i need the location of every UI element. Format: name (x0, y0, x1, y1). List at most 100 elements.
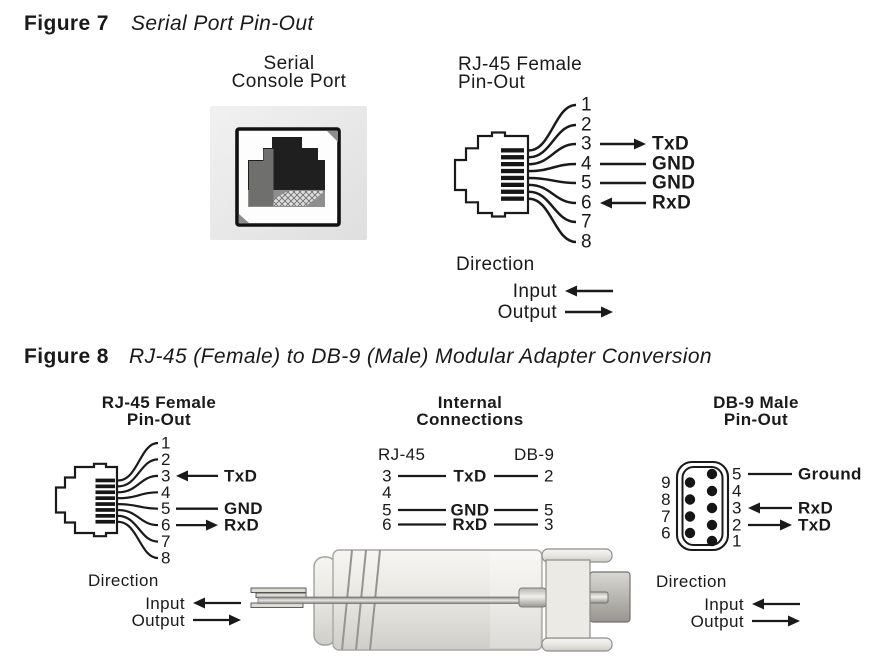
output-arrow-icon (229, 614, 241, 626)
output-arrow-icon (206, 519, 218, 531)
db9-signal-labels: Ground RxD TxD (748, 465, 862, 535)
svg-text:8: 8 (581, 232, 592, 253)
rj45-pin-numbers: 1 2 3 4 5 6 7 8 (161, 434, 171, 568)
svg-text:RxD: RxD (452, 515, 487, 534)
svg-text:3: 3 (161, 466, 171, 485)
svg-text:6: 6 (382, 515, 392, 534)
svg-text:TxD: TxD (224, 466, 257, 485)
figure8-caption-label: Figure 8 (24, 345, 109, 368)
svg-text:5: 5 (581, 173, 592, 194)
figure8-direction-legend-left: Direction Input Output (88, 571, 241, 630)
figure8-direction-legend-right: Direction Input Output (656, 572, 800, 631)
svg-text:GND: GND (224, 499, 263, 518)
db9-heading-line1: DB-9 Male (713, 393, 799, 412)
figure8-rj45-pinout: RJ-45 Female Pin-Out 1 2 (54, 393, 263, 568)
svg-text:7: 7 (161, 532, 171, 551)
legend-title: Direction (456, 254, 535, 275)
figure7: Figure 7 Serial Port Pin-Out Serial Cons… (24, 12, 695, 323)
console-port-label-line1: Serial (264, 53, 315, 74)
legend-input: Input (704, 595, 744, 614)
adapter-hood-block (545, 559, 591, 639)
svg-text:4: 4 (382, 483, 392, 502)
rj45-signal-labels: TxD GND GND RxD (600, 134, 695, 214)
internal-right-header: DB-9 (514, 445, 554, 464)
internal-row-rxd: 6 RxD 3 (382, 515, 554, 534)
svg-text:5: 5 (161, 499, 171, 518)
rj45-pin-numbers: 1 2 3 4 5 6 7 8 (581, 95, 592, 253)
svg-text:8: 8 (161, 549, 171, 568)
figure8-caption: Figure 8 RJ-45 (Female) to DB-9 (Male) M… (24, 345, 712, 368)
svg-text:1: 1 (161, 434, 171, 453)
legend-title: Direction (88, 571, 159, 590)
db9-connector-diagram (675, 460, 730, 552)
svg-text:6: 6 (661, 524, 671, 543)
internal-heading-line1: Internal (438, 393, 503, 412)
input-arrow-icon (752, 598, 764, 610)
db9-pin-dots (684, 468, 718, 547)
legend-title: Direction (656, 572, 727, 591)
legend-input: Input (513, 281, 558, 302)
rj45-contact-bars (501, 148, 524, 201)
svg-text:3: 3 (544, 515, 554, 534)
rj45-jack-contacts (262, 191, 325, 206)
svg-text:2: 2 (161, 450, 171, 469)
svg-text:2: 2 (732, 516, 742, 535)
figure8-caption-title: RJ-45 (Female) to DB-9 (Male) Modular Ad… (129, 345, 712, 368)
output-arrow-icon (634, 138, 646, 150)
svg-text:4: 4 (732, 482, 742, 501)
svg-text:3: 3 (581, 134, 592, 155)
output-arrow-icon (788, 615, 800, 627)
figure8-internal-connections: Internal Connections RJ-45 DB-9 3 TxD 2 … (378, 393, 554, 534)
figure7-rj45-pinout: RJ-45 Female Pin-Out 1 2 (453, 54, 695, 253)
internal-row-gnd: 5 GND 5 (382, 501, 554, 520)
rj45-heading-line2: Pin-Out (127, 410, 191, 429)
svg-text:1: 1 (581, 95, 592, 116)
output-arrow-icon (780, 519, 792, 531)
adapter-bottom-flange (541, 637, 613, 652)
svg-text:5: 5 (544, 501, 554, 520)
figure7-caption-title: Serial Port Pin-Out (131, 12, 314, 35)
serial-console-port: Serial Console Port (210, 53, 367, 240)
adapter-ferrule (518, 587, 547, 608)
svg-text:9: 9 (661, 473, 671, 492)
svg-text:6: 6 (581, 193, 592, 214)
input-arrow-icon (193, 597, 205, 609)
svg-text:8: 8 (661, 490, 671, 509)
internal-row-4: 4 (382, 483, 392, 502)
input-arrow-icon (565, 285, 577, 297)
svg-text:TxD: TxD (453, 467, 486, 486)
rj45-contact-bars (95, 478, 115, 524)
legend-output: Output (498, 302, 558, 323)
svg-text:Ground: Ground (798, 465, 862, 484)
adapter-illustration (250, 548, 631, 652)
legend-output: Output (691, 612, 744, 631)
svg-text:4: 4 (581, 154, 592, 175)
adapter-cable-rod (257, 596, 523, 604)
svg-text:2: 2 (581, 115, 592, 136)
svg-text:GND: GND (652, 173, 695, 194)
svg-text:3: 3 (382, 467, 392, 486)
figure8-db9-pinout: DB-9 Male Pin-Out 9 8 7 6 5 (661, 393, 862, 552)
internal-heading-line2: Connections (416, 410, 523, 429)
svg-text:5: 5 (382, 501, 392, 520)
adapter-wire (250, 587, 307, 608)
figure8: Figure 8 RJ-45 (Female) to DB-9 (Male) M… (24, 345, 862, 652)
svg-text:6: 6 (161, 516, 171, 535)
console-port-label-line2: Console Port (232, 71, 347, 92)
svg-text:7: 7 (581, 212, 592, 233)
rj45-heading-line1: RJ-45 Female (458, 54, 582, 75)
svg-text:3: 3 (732, 499, 742, 518)
figure7-caption: Figure 7 Serial Port Pin-Out (24, 12, 314, 35)
svg-text:TxD: TxD (652, 134, 689, 155)
serial-port-photo (210, 106, 367, 240)
internal-left-header: RJ-45 (378, 445, 425, 464)
rj45-jack-diagram (453, 131, 530, 218)
input-arrow-icon (600, 197, 612, 209)
rj45-fan-wires (528, 103, 577, 244)
db9-right-pin-numbers: 5 4 3 2 1 (732, 465, 742, 551)
svg-text:GND: GND (451, 501, 490, 520)
svg-text:2: 2 (544, 467, 554, 486)
rj45-heading-line1: RJ-45 Female (102, 393, 216, 412)
